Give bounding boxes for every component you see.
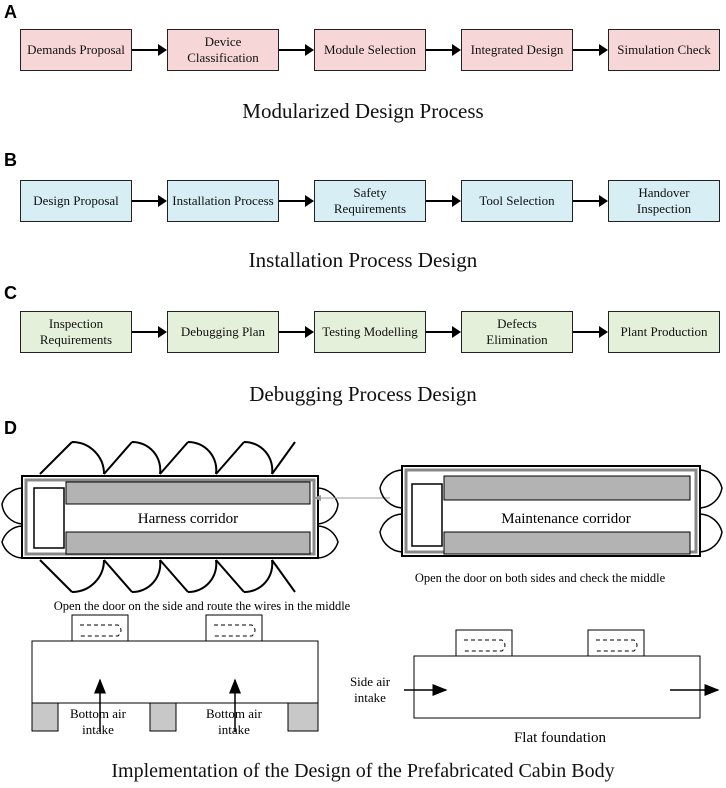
step-plant-production: Plant Production: [608, 311, 720, 353]
bottom-air-intake-1-line2: intake: [82, 722, 114, 737]
side-air-intake-line2: intake: [354, 690, 386, 705]
flow-arrow: [132, 326, 167, 338]
cabin-diagram: Harness corridor Maintenance corridor Op…: [1, 440, 723, 746]
step-defects-elimination: Defects Elimination: [461, 311, 573, 353]
step-module-selection: Module Selection: [314, 29, 426, 71]
panel-a-caption: Modularized Design Process: [242, 99, 484, 123]
step-device-classification: Device Classification: [167, 29, 279, 71]
side-air-intake: Side air: [350, 674, 391, 689]
panel-b-caption: Installation Process Design: [248, 248, 478, 272]
harness-corridor-label: Harness corridor: [138, 511, 238, 527]
panel-d-letter: D: [4, 418, 17, 438]
flow-arrow: [426, 326, 461, 338]
step-simulation-check: Simulation Check: [608, 29, 720, 71]
step-installation-process: Installation Process: [167, 180, 279, 222]
step-tool-selection: Tool Selection: [461, 180, 573, 222]
raised-cabin-elevation: [31, 614, 319, 732]
maintenance-cabin: [379, 465, 723, 557]
step-handover-inspection: Handover Inspection: [608, 180, 720, 222]
panel-b-letter: B: [4, 150, 17, 170]
flow-arrow: [573, 44, 608, 56]
bottom-air-intake-2-line2: intake: [218, 722, 250, 737]
flow-arrow: [426, 195, 461, 207]
flow-arrow: [573, 326, 608, 338]
step-safety-requirements: Safety Requirements: [314, 180, 426, 222]
flat-foundation-label: Flat foundation: [514, 730, 607, 746]
harness-note: Open the door on the side and route the …: [54, 599, 351, 613]
step-testing-modelling: Testing Modelling: [314, 311, 426, 353]
flow-arrow: [279, 326, 314, 338]
flow-arrow: [573, 195, 608, 207]
bottom-air-intake-2: Bottom air: [206, 706, 263, 721]
maintenance-corridor-label: Maintenance corridor: [501, 511, 631, 527]
step-design-proposal: Design Proposal: [20, 180, 132, 222]
harness-cabin: [1, 440, 339, 594]
panel-c-caption: Debugging Process Design: [249, 382, 477, 406]
flow-arrow: [426, 44, 461, 56]
panel-c-letter: C: [4, 283, 17, 303]
maintenance-note: Open the door on both sides and check th…: [415, 571, 666, 585]
step-inspection-requirements: Inspection Requirements: [20, 311, 132, 353]
flat-cabin-elevation: [404, 629, 720, 719]
step-integrated-design: Integrated Design: [461, 29, 573, 71]
flow-arrow: [132, 44, 167, 56]
bottom-air-intake-1: Bottom air: [70, 706, 127, 721]
flow-arrow: [132, 195, 167, 207]
flow-arrow: [279, 44, 314, 56]
panel-a-letter: A: [4, 2, 17, 22]
step-demands-proposal: Demands Proposal: [20, 29, 132, 71]
flow-arrow: [279, 195, 314, 207]
panel-d-caption: Implementation of the Design of the Pref…: [111, 760, 615, 782]
step-debugging-plan: Debugging Plan: [167, 311, 279, 353]
